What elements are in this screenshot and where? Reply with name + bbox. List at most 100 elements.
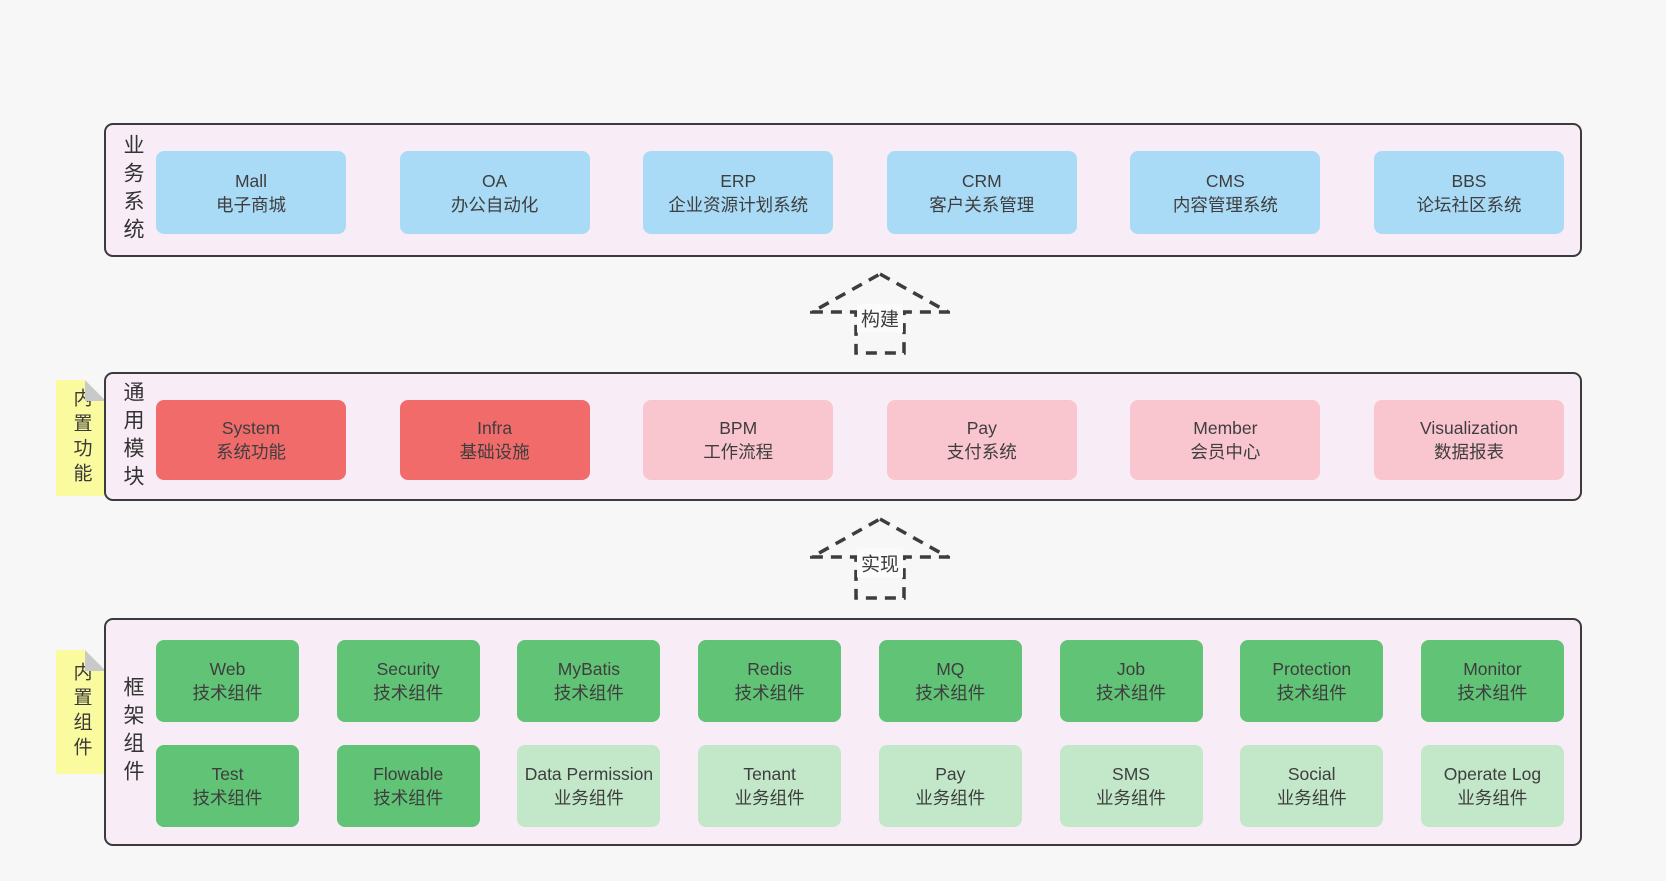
box-title-zh: 办公自动化 (450, 194, 539, 215)
box-pay-module: Pay 支付系统 (886, 400, 1077, 480)
section-common-modules: 通用模块 System 系统功能 Infra 基础设施 BPM 工作流程 Pay… (104, 372, 1582, 501)
box-test: Test 技术组件 (156, 745, 299, 827)
box-title-en: Test (211, 764, 244, 784)
note-label: 内置组件 (70, 662, 92, 762)
box-title-zh: 技术组件 (192, 683, 263, 703)
box-title-en: Security (376, 659, 440, 679)
implement-arrow: 实现 (810, 517, 950, 601)
box-title-en: SMS (1112, 764, 1150, 784)
sticky-note-builtin-components: 内置组件 (56, 650, 106, 774)
box-bpm: BPM 工作流程 (643, 400, 834, 480)
box-mq: MQ 技术组件 (878, 640, 1022, 722)
box-title-zh: 业务组件 (734, 788, 805, 808)
section-modules-label: 通用模块 (121, 380, 144, 493)
section-business-systems: 业务系统 Mall 电子商城 OA 办公自动化 ERP 企业资源计划系统 CRM… (104, 123, 1582, 257)
box-title-zh: 电子商城 (216, 194, 286, 215)
box-cms: CMS 内容管理系统 (1130, 151, 1321, 234)
box-tenant: Tenant 业务组件 (698, 745, 842, 827)
box-title-en: Tenant (743, 764, 796, 784)
box-erp: ERP 企业资源计划系统 (643, 151, 834, 234)
section-framework-components: 框架组件 Web 技术组件 Security 技术组件 MyBatis 技术组件… (104, 618, 1582, 846)
box-title-en: Job (1116, 659, 1146, 679)
box-title-en: CMS (1205, 170, 1245, 191)
box-title-zh: 内容管理系统 (1172, 194, 1278, 215)
box-title-zh: 业务组件 (1096, 788, 1167, 808)
build-arrow: 构建 (810, 272, 950, 356)
box-title-zh: 业务组件 (553, 788, 624, 808)
box-social: Social 业务组件 (1240, 745, 1384, 827)
box-title-zh: 企业资源计划系统 (668, 194, 809, 215)
box-title-en: Redis (747, 659, 792, 679)
box-title-en: BPM (719, 418, 758, 438)
box-title-zh: 技术组件 (373, 683, 444, 703)
box-title-zh: 会员中心 (1190, 442, 1261, 462)
box-data-permission: Data Permission 业务组件 (517, 745, 661, 827)
box-bbs: BBS 论坛社区系统 (1373, 151, 1564, 234)
box-title-en: Operate Log (1443, 764, 1542, 784)
box-title-zh: 技术组件 (553, 683, 624, 703)
box-title-zh: 论坛社区系统 (1416, 194, 1522, 215)
box-title-en: Infra (477, 418, 513, 438)
business-row: Mall 电子商城 OA 办公自动化 ERP 企业资源计划系统 CRM 客户关系… (156, 151, 1564, 234)
build-arrow-label: 构建 (856, 303, 904, 333)
box-title-en: Data Permission (524, 764, 654, 784)
up-arrow-icon (810, 272, 950, 355)
up-arrow-icon (810, 517, 950, 600)
box-mybatis: MyBatis 技术组件 (517, 640, 661, 722)
box-title-en: Member (1193, 418, 1258, 438)
box-flowable: Flowable 技术组件 (336, 745, 480, 827)
box-title-zh: 系统功能 (216, 442, 286, 462)
box-title-en: MyBatis (557, 659, 621, 679)
box-title-zh: 支付系统 (946, 442, 1017, 462)
box-title-en: CRM (961, 170, 1002, 191)
box-title-en: Monitor (1463, 659, 1522, 679)
box-mall: Mall 电子商城 (156, 151, 346, 234)
box-title-zh: 业务组件 (1276, 788, 1347, 808)
box-title-en: OA (481, 170, 508, 191)
box-title-zh: 技术组件 (1276, 683, 1347, 703)
box-title-zh: 技术组件 (373, 788, 444, 808)
box-title-en: Pay (966, 418, 997, 438)
box-visualization: Visualization 数据报表 (1373, 400, 1564, 480)
box-title-zh: 技术组件 (192, 788, 263, 808)
box-sms: SMS 业务组件 (1059, 745, 1203, 827)
framework-row-2: Test 技术组件 Flowable 技术组件 Data Permission … (156, 745, 1564, 827)
box-title-zh: 技术组件 (1096, 683, 1167, 703)
box-pay-component: Pay 业务组件 (878, 745, 1022, 827)
box-title-zh: 业务组件 (1457, 788, 1528, 808)
modules-row: System 系统功能 Infra 基础设施 BPM 工作流程 Pay 支付系统… (156, 400, 1564, 480)
box-system: System 系统功能 (156, 400, 346, 480)
box-title-en: Protection (1272, 659, 1352, 679)
folded-corner-icon (85, 650, 106, 671)
implement-arrow-label: 实现 (856, 548, 904, 578)
box-infra: Infra 基础设施 (399, 400, 590, 480)
box-title-zh: 客户关系管理 (929, 194, 1035, 215)
note-label: 内置功能 (70, 388, 92, 488)
box-monitor: Monitor 技术组件 (1420, 640, 1564, 722)
box-web: Web 技术组件 (156, 640, 299, 722)
box-title-en: BBS (1451, 170, 1487, 191)
box-title-en: Visualization (1420, 418, 1518, 438)
box-title-en: ERP (720, 170, 757, 191)
box-title-zh: 数据报表 (1433, 442, 1504, 462)
box-crm: CRM 客户关系管理 (886, 151, 1077, 234)
box-title-zh: 技术组件 (915, 683, 986, 703)
box-title-zh: 基础设施 (459, 442, 530, 462)
box-member: Member 会员中心 (1130, 400, 1321, 480)
box-title-en: Mall (234, 170, 268, 191)
box-title-en: Social (1287, 764, 1336, 784)
framework-row-1: Web 技术组件 Security 技术组件 MyBatis 技术组件 Redi… (156, 640, 1564, 722)
box-title-zh: 技术组件 (1457, 683, 1528, 703)
box-title-zh: 工作流程 (703, 442, 774, 462)
box-operate-log: Operate Log 业务组件 (1420, 745, 1564, 827)
sticky-note-builtin-features: 内置功能 (56, 380, 106, 496)
box-title-en: MQ (936, 659, 965, 679)
box-title-zh: 技术组件 (734, 683, 805, 703)
section-business-label: 业务系统 (121, 134, 144, 246)
box-title-en: System (221, 418, 281, 438)
folded-corner-icon (85, 380, 106, 401)
section-framework-label: 框架组件 (121, 676, 144, 788)
box-title-zh: 业务组件 (915, 788, 986, 808)
box-protection: Protection 技术组件 (1240, 640, 1384, 722)
